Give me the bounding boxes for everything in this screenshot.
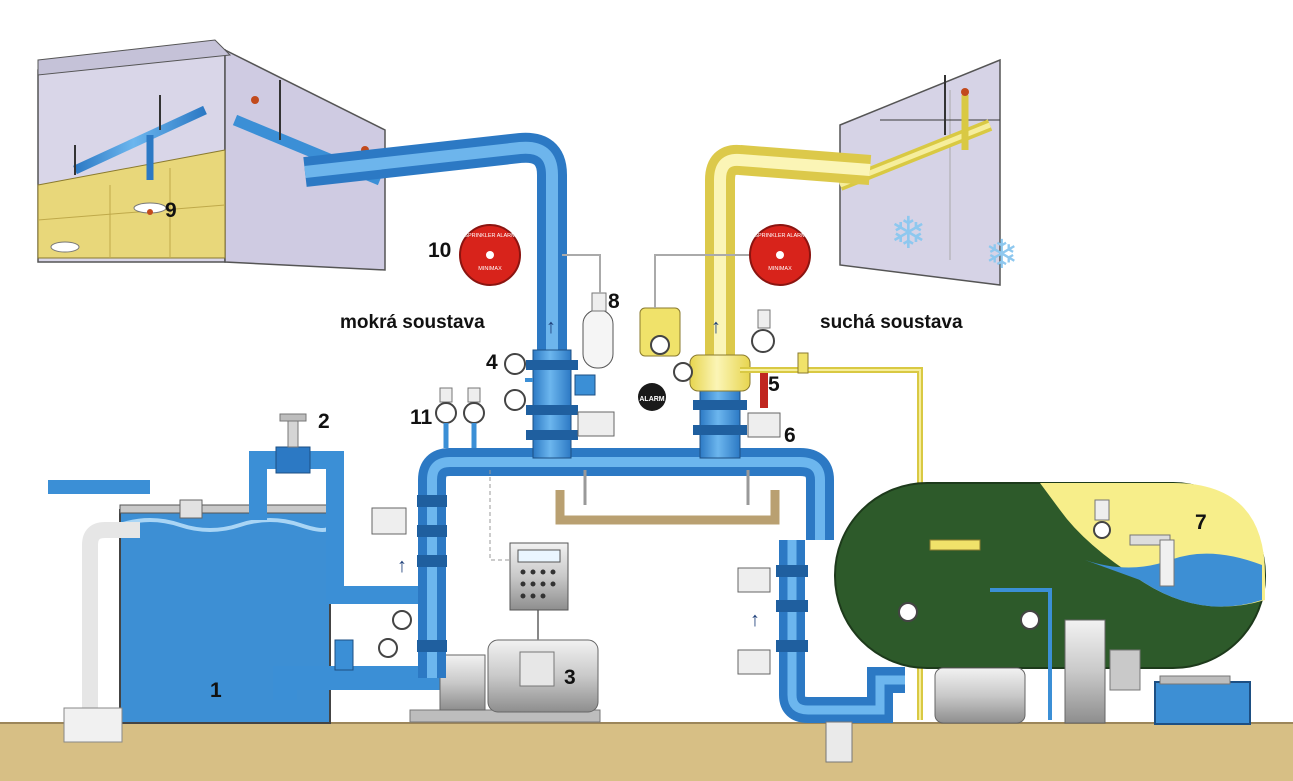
- riser-valves-right: [737, 565, 853, 763]
- suction-pipe: [273, 666, 440, 700]
- pump-gauges: [334, 610, 412, 671]
- tank-fill-pipe: [249, 451, 420, 604]
- callout-5: 5: [768, 373, 780, 396]
- callout-1: 1: [210, 679, 222, 702]
- gauge-pair: [435, 387, 485, 448]
- callout-2: 2: [318, 410, 330, 433]
- wet-ceiling-room: [37, 39, 386, 271]
- flow-arrow-icon: ↑: [546, 316, 556, 338]
- wet-bell-text: SPRINKLER ALARM: [464, 233, 516, 239]
- callout-9: 9: [165, 199, 177, 222]
- callout-3: 3: [564, 666, 576, 689]
- callout-7: 7: [1195, 511, 1207, 534]
- dry-bell-text: SPRINKLER ALARM: [754, 233, 806, 239]
- control-panel: [489, 470, 569, 640]
- snowflake-icon: ❄: [985, 232, 1019, 278]
- callout-6: 6: [784, 424, 796, 447]
- dry-system-label: suchá soustava: [820, 312, 963, 333]
- alarm-indicator: [638, 383, 666, 411]
- flow-arrow-icon: ↑: [750, 609, 760, 631]
- snowflake-icon: ❄: [890, 208, 927, 259]
- dry-alarm-valve: [639, 254, 781, 459]
- fire-pump: [409, 639, 601, 723]
- flow-arrow-icon: ↑: [397, 555, 407, 577]
- jockey-pump: [934, 619, 1251, 725]
- wet-bell-brand: MINIMAX: [478, 266, 502, 272]
- dry-bell-brand: MINIMAX: [768, 266, 792, 272]
- dry-alarm-bell: [749, 224, 811, 286]
- retarding-chamber: [562, 254, 614, 369]
- flow-arrow-icon: ↑: [711, 316, 721, 338]
- wet-system-label: mokrá soustava: [340, 312, 485, 333]
- riser-valves-left: [371, 495, 447, 652]
- callout-11: 11: [410, 406, 433, 429]
- callout-4: 4: [486, 351, 498, 374]
- valve-2: [275, 413, 311, 474]
- ground: [0, 723, 1293, 781]
- callout-10: 10: [428, 239, 452, 262]
- drain-trough: [555, 490, 780, 525]
- alarm-badge-label: ALARM: [639, 396, 664, 403]
- callout-8: 8: [608, 290, 620, 313]
- water-tank: [48, 480, 332, 743]
- pressure-tank: [834, 482, 1266, 720]
- wet-alarm-bell: [459, 224, 521, 286]
- wet-alarm-valve: [504, 349, 615, 459]
